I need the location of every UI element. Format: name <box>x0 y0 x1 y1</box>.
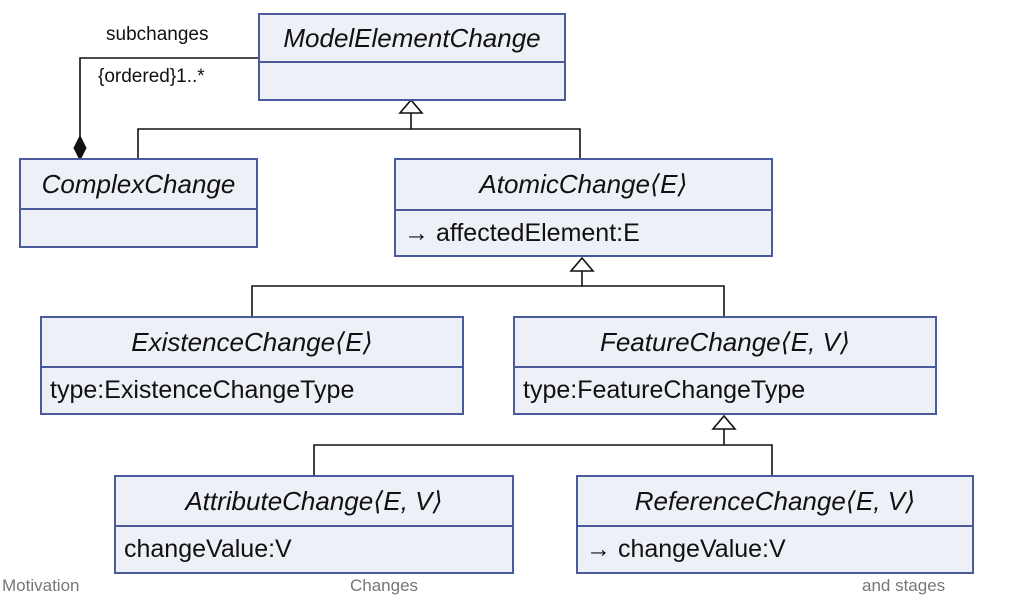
generalization-feature-to-atomic <box>581 270 725 316</box>
class-existence-change: ExistenceChange⟨E⟩ type:ExistenceChangeT… <box>40 316 464 415</box>
class-reference-change: ReferenceChange⟨E, V⟩ → changeValue:V <box>576 475 974 574</box>
class-atomic-change: AtomicChange⟨E⟩ → affectedElement:E <box>394 158 773 257</box>
class-attributes: → affectedElement:E <box>404 218 640 247</box>
class-feature-change: FeatureChange⟨E, V⟩ type:FeatureChangeTy… <box>513 316 937 415</box>
generalization-arrowhead-feature <box>711 414 737 430</box>
composition-subchanges-line <box>79 57 258 138</box>
class-model-element-change: ModelElementChange <box>258 13 566 101</box>
association-role-label: subchanges <box>106 24 209 45</box>
class-attributes: type:FeatureChangeType <box>523 376 806 404</box>
caption-fragment-right: and stages <box>862 576 946 595</box>
generalization-atomic-to-model <box>410 112 581 158</box>
class-name: FeatureChange⟨E, V⟩ <box>515 318 935 368</box>
generalization-reference-to-feature <box>723 428 773 475</box>
class-name: ComplexChange <box>21 160 256 210</box>
class-name: AtomicChange⟨E⟩ <box>396 160 771 211</box>
class-attributes <box>21 210 256 246</box>
generalization-arrowhead-model <box>398 98 424 114</box>
generalization-attribute-to-feature <box>313 444 724 475</box>
class-name: AttributeChange⟨E, V⟩ <box>116 477 512 527</box>
class-attribute-change: AttributeChange⟨E, V⟩ changeValue:V <box>114 475 514 574</box>
class-attributes: type:ExistenceChangeType <box>50 376 355 404</box>
class-complex-change: ComplexChange <box>19 158 258 248</box>
generalization-complex-to-model <box>137 128 411 158</box>
class-name: ExistenceChange⟨E⟩ <box>42 318 462 368</box>
class-name: ModelElementChange <box>260 15 564 63</box>
class-attributes: → changeValue:V <box>586 535 786 563</box>
class-attributes: changeValue:V <box>124 535 292 563</box>
composition-diamond <box>73 134 87 162</box>
association-multiplicity-label: {ordered}1..* <box>98 66 205 87</box>
generalization-existence-to-atomic <box>251 285 582 316</box>
class-attributes <box>260 63 564 99</box>
class-name: ReferenceChange⟨E, V⟩ <box>578 477 972 527</box>
caption-fragment-left: Motivation <box>2 576 80 595</box>
generalization-arrowhead-atomic <box>569 256 595 272</box>
caption-fragment-middle: Changes <box>350 576 419 595</box>
